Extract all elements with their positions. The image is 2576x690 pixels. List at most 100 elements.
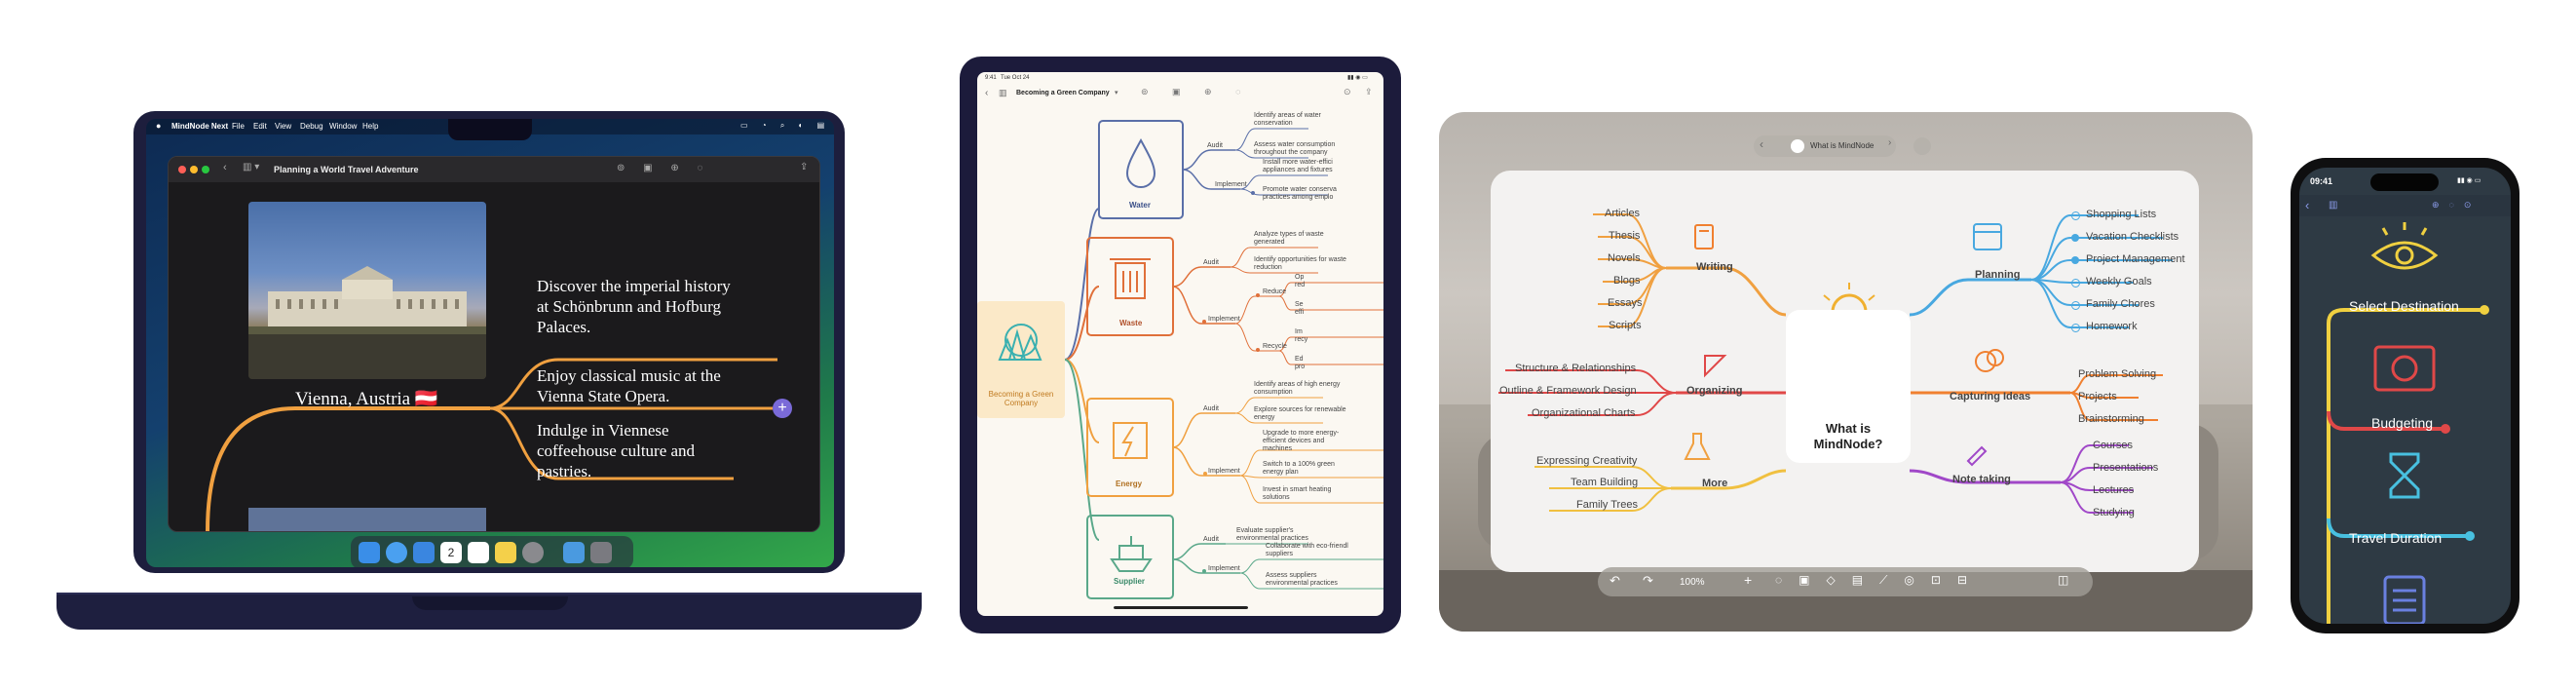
sidebar-icon[interactable]: ▥ ▾: [243, 162, 260, 172]
water-audit[interactable]: Audit: [1207, 142, 1223, 149]
ipad-sidebar-icon[interactable]: ▥: [999, 88, 1007, 97]
capturing-item[interactable]: Problem Solving: [2078, 368, 2157, 380]
capturing-item[interactable]: Projects: [2078, 391, 2117, 402]
redo-icon[interactable]: ↷: [1643, 573, 1653, 588]
more-item[interactable]: Team Building: [1571, 477, 1639, 488]
capturing-item[interactable]: Brainstorming: [2078, 413, 2144, 425]
writing-item[interactable]: Novels: [1608, 252, 1641, 264]
supplier-implement[interactable]: Implement: [1208, 565, 1240, 572]
downloads-icon[interactable]: [563, 542, 585, 563]
ipad-title-chevron-icon[interactable]: ▾: [1115, 90, 1118, 96]
share-icon[interactable]: ⇪: [800, 162, 809, 172]
close-icon[interactable]: [178, 166, 186, 173]
note-taking-item[interactable]: Lectures: [2093, 484, 2135, 496]
checkbox-icon[interactable]: [2071, 211, 2080, 220]
writing-item[interactable]: Essays: [1608, 297, 1643, 309]
mail-icon[interactable]: [413, 542, 435, 563]
back-chevron-icon[interactable]: ‹: [223, 162, 227, 173]
checkbox-icon[interactable]: [2071, 279, 2080, 288]
settings-icon[interactable]: [522, 542, 544, 563]
menubar-app-name[interactable]: MindNode Next: [171, 122, 229, 131]
ipad-root-label[interactable]: Becoming a Green Company: [977, 390, 1065, 407]
vision-share-icon[interactable]: [1913, 137, 1931, 155]
writing-item[interactable]: Blogs: [1613, 275, 1641, 287]
energy-label[interactable]: Energy: [1116, 479, 1143, 488]
vision-back-chevron-icon[interactable]: ‹: [1760, 137, 1763, 151]
water-implement[interactable]: Implement: [1215, 181, 1247, 188]
planning-item[interactable]: Weekly Goals: [2086, 276, 2152, 288]
note-taking-item[interactable]: Presentations: [2093, 462, 2159, 474]
vision-toolbar-icons[interactable]: ◌▣◇▤⟋◎⊡⊟: [1775, 573, 1985, 587]
ipad-title[interactable]: Becoming a Green Company: [1016, 90, 1110, 96]
planning-label[interactable]: Planning: [1975, 269, 2021, 281]
undo-icon[interactable]: ↶: [1610, 573, 1620, 588]
organizing-label[interactable]: Organizing: [1686, 385, 1743, 397]
minimize-icon[interactable]: [190, 166, 198, 173]
note-taking-item[interactable]: Courses: [2093, 440, 2133, 451]
capturing-ideas-label[interactable]: Capturing Ideas: [1950, 391, 2031, 402]
trash-icon[interactable]: [590, 542, 612, 563]
checkbox-checked-icon[interactable]: [2071, 256, 2079, 264]
branch-3[interactable]: Indulge in Viennese coffeehouse culture …: [537, 420, 695, 481]
notes-icon[interactable]: [495, 542, 516, 563]
writing-item[interactable]: Scripts: [1609, 320, 1642, 331]
menubar-view[interactable]: View: [275, 122, 292, 131]
planning-item[interactable]: Shopping Lists: [2086, 209, 2157, 220]
iphone-sidebar-icon[interactable]: ▥: [2329, 200, 2338, 211]
add-node-button[interactable]: +: [773, 399, 792, 418]
ipad-right-icons[interactable]: ⊙ ⇪: [1344, 87, 1379, 96]
writing-item[interactable]: Thesis: [1609, 230, 1641, 242]
waste-recycle[interactable]: Recycle: [1263, 343, 1287, 350]
organizing-item[interactable]: Organizational Charts: [1532, 407, 1636, 419]
menubar-file[interactable]: File: [232, 122, 245, 131]
branch-2[interactable]: Enjoy classical music at the Vienna Stat…: [537, 365, 721, 406]
add-icon[interactable]: +: [1744, 572, 1753, 588]
planning-item[interactable]: Project Management: [2086, 253, 2185, 265]
energy-audit[interactable]: Audit: [1203, 405, 1219, 412]
supplier-label[interactable]: Supplier: [1114, 577, 1146, 586]
organizing-item[interactable]: Structure & Relationships: [1515, 363, 1637, 374]
planning-item[interactable]: Family Chores: [2086, 298, 2155, 310]
iphone-back-icon[interactable]: ‹: [2305, 198, 2310, 212]
apple-icon[interactable]: ●: [156, 121, 162, 131]
checkbox-icon[interactable]: [2071, 301, 2080, 310]
vision-center-node[interactable]: [1786, 310, 1911, 463]
branch-1[interactable]: Discover the imperial history at Schönbr…: [537, 276, 731, 337]
maximize-icon[interactable]: [202, 166, 209, 173]
root-node-label[interactable]: Vienna, Austria 🇦🇹: [295, 389, 438, 409]
iphone-toolbar-icons[interactable]: ⊕◌⊙: [2432, 200, 2481, 210]
note-taking-item[interactable]: Studying: [2093, 507, 2135, 518]
checkbox-checked-icon[interactable]: [2071, 234, 2079, 242]
ipad-back-icon[interactable]: ‹: [985, 88, 989, 98]
menubar-help[interactable]: Help: [362, 122, 379, 131]
menubar-edit[interactable]: Edit: [253, 122, 267, 131]
organizing-item[interactable]: Outline & Framework Design: [1499, 385, 1637, 397]
waste-label[interactable]: Waste: [1119, 319, 1143, 327]
menubar-window[interactable]: Window: [329, 122, 358, 131]
planning-item[interactable]: Homework: [2086, 321, 2138, 332]
planning-item[interactable]: Vacation Checklists: [2086, 231, 2179, 243]
menubar-debug[interactable]: Debug: [300, 122, 323, 131]
inspector-icon[interactable]: ◫: [2058, 573, 2069, 587]
iphone-node-budgeting[interactable]: Budgeting: [2371, 415, 2434, 431]
note-taking-label[interactable]: Note taking: [1952, 474, 2011, 485]
toolbar-icons[interactable]: ⊚ ▣ ⊕ ◌: [617, 163, 711, 173]
checkbox-icon[interactable]: [2071, 324, 2080, 332]
calendar-icon[interactable]: 2: [440, 542, 462, 563]
